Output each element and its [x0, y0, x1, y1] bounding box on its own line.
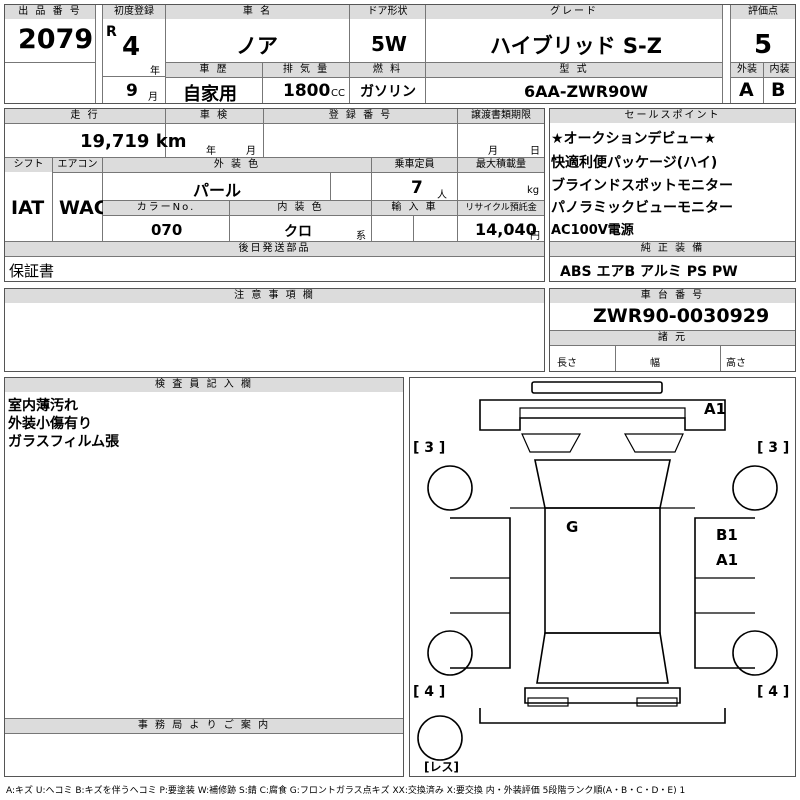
sales-point: パノラミックビューモニター — [551, 200, 733, 216]
reg-year: 4 — [122, 32, 141, 62]
damage-legend: A:キズ U:ヘコミ B:キズを伴うヘコミ P:要塗装 W:補修跡 S:錆 C:… — [6, 786, 686, 796]
recycle-unit: 円 — [530, 231, 540, 242]
damage-mark: A1 — [704, 400, 727, 418]
width-label: 幅 — [650, 358, 660, 369]
sales-points-box — [549, 108, 796, 282]
transfer-label: 譲渡書類期限 — [458, 109, 544, 123]
ext-color-label: 外 装 色 — [103, 158, 371, 172]
car-name: ノア — [236, 34, 278, 58]
model-value: 6AA-ZWR90W — [524, 82, 649, 101]
inspector-label: 検 査 員 記 入 欄 — [5, 378, 403, 392]
sales-points-label: セールスポイント — [550, 109, 795, 123]
length-label: 長さ — [557, 358, 577, 369]
import-label: 輸 入 車 — [372, 201, 457, 215]
chassis-number: ZWR90-0030929 — [593, 305, 770, 327]
ext-grade: A — [739, 79, 754, 101]
int-color-unit: 系 — [356, 231, 366, 242]
score: 5 — [754, 30, 773, 60]
score-label: 評価点 — [731, 5, 795, 19]
mileage-label: 走 行 — [5, 109, 165, 123]
fuel-label: 燃 料 — [350, 63, 425, 77]
sales-point: ★オークションデビュー★ — [551, 131, 717, 147]
ac-value: WAC — [59, 197, 108, 219]
top-section — [4, 4, 796, 104]
max-load-label: 最大積載量 — [458, 158, 544, 172]
inspection-year-unit: 年 — [206, 146, 216, 157]
capacity-label: 乗車定員 — [372, 158, 457, 172]
equipment-label: 純 正 装 備 — [550, 242, 795, 256]
tire-depth-rear-right: [ 4 ] — [757, 684, 790, 700]
tire-depth-front-right: [ 3 ] — [757, 440, 790, 456]
door-label: ドア形状 — [350, 5, 425, 19]
regno-label: 登 録 番 号 — [264, 109, 457, 123]
height-label: 高さ — [726, 358, 746, 369]
door-type: 5W — [371, 32, 407, 56]
capacity-unit: 人 — [437, 190, 447, 201]
ac-label: エアコン — [53, 158, 102, 172]
car-outline-diagram — [417, 381, 778, 761]
reg-month-unit: 月 — [148, 92, 158, 103]
int-color-label: 内 装 色 — [230, 201, 371, 215]
damage-mark: B1 — [716, 526, 738, 544]
cc-unit: CC — [331, 88, 345, 99]
recycle-label: リサイクル預託金 — [458, 201, 544, 215]
int-grade-label: 内装 — [764, 63, 795, 77]
grade: ハイブリッド S-Z — [490, 34, 662, 58]
ext-color-value: パール — [193, 181, 242, 200]
int-grade: B — [771, 79, 786, 101]
equipment-value: ABS エアB アルミ PS PW — [560, 264, 738, 280]
model-label: 型 式 — [426, 63, 722, 77]
inspector-box — [4, 377, 404, 777]
sales-point: ブラインドスポットモニター — [551, 178, 733, 194]
damage-mark: G — [566, 518, 579, 536]
chassis-label: 車 台 番 号 — [550, 289, 795, 303]
color-no-label: カラーNo. — [103, 201, 229, 215]
shift-value: IAT — [11, 197, 45, 219]
history-label: 車 歴 — [166, 63, 262, 77]
sales-point: AC100V電源 — [551, 223, 634, 238]
spare-tire-label: [レス] — [424, 760, 459, 774]
transfer-month-unit: 月 — [488, 146, 498, 157]
reg-era: R — [106, 24, 117, 40]
transfer-day-unit: 日 — [530, 146, 540, 157]
chassis-box — [549, 288, 796, 372]
detail-section — [4, 108, 545, 282]
fuel-value: ガソリン — [360, 84, 416, 100]
reg-year-unit: 年 — [150, 66, 160, 77]
specs-label: 諸 元 — [550, 331, 795, 345]
first-reg-label: 初度登録 — [103, 5, 165, 19]
reg-month: 9 — [126, 81, 138, 101]
tire-depth-front-left: [ 3 ] — [413, 440, 446, 456]
color-no-value: 070 — [151, 221, 183, 239]
later-parts-value: 保証書 — [9, 262, 55, 280]
history-value: 自家用 — [183, 84, 237, 105]
max-load-unit: kg — [527, 185, 540, 196]
mileage-value: 19,719 km — [80, 131, 187, 152]
capacity-value: 7 — [411, 178, 423, 198]
car-name-label: 車 名 — [166, 5, 349, 19]
inspector-note: ガラスフィルム張 — [8, 434, 120, 450]
office-label: 事 務 局 よ り ご 案 内 — [5, 719, 403, 733]
int-color-value: クロ — [284, 224, 312, 240]
displacement-value: 1800 — [283, 81, 331, 101]
lot-no-label: 出 品 番 号 — [5, 5, 95, 19]
lot-number: 2079 — [18, 24, 94, 55]
inspection-label: 車 検 — [166, 109, 263, 123]
inspection-month-unit: 月 — [246, 146, 256, 157]
ext-grade-label: 外装 — [731, 63, 763, 77]
grade-label: グレード — [426, 5, 722, 19]
damage-mark: A1 — [716, 551, 739, 569]
damage-diagram: A1 G B1 A1 [ 3 ] [ 3 ] [ 4 ] [ 4 ] [レス] — [409, 377, 796, 777]
recycle-value: 14,040 — [475, 220, 537, 239]
tire-depth-rear-left: [ 4 ] — [413, 684, 446, 700]
inspector-note: 室内薄汚れ — [8, 398, 78, 414]
displacement-label: 排 気 量 — [263, 63, 349, 77]
later-parts-label: 後日発送部品 — [5, 242, 544, 256]
sales-point: 快適利便パッケージ(ハイ) — [551, 155, 718, 171]
notes-label: 注 意 事 項 欄 — [5, 289, 544, 303]
notes-box — [4, 288, 545, 372]
inspector-note: 外装小傷有り — [8, 416, 92, 432]
shift-label: シフト — [5, 158, 52, 172]
